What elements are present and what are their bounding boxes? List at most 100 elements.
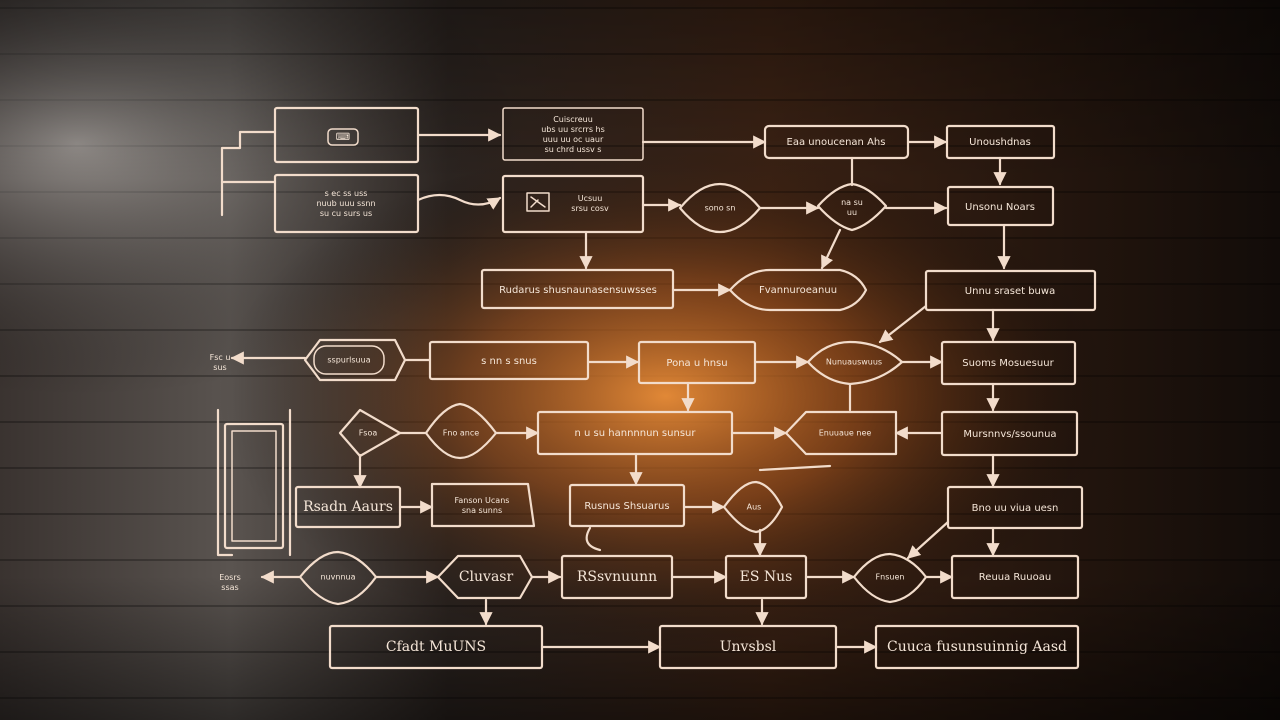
node-mid2-label: Unsonu Noars: [965, 202, 1035, 213]
node-bot2: Unvsbsl: [658, 624, 838, 670]
label-line: Cuiscreuu: [553, 115, 593, 124]
label-line: srsu cosv: [571, 204, 609, 213]
node-box4-label: s nn s snus: [481, 356, 537, 367]
label-line: sus: [213, 363, 226, 372]
label-line: su chrd ussv s: [545, 145, 602, 154]
node-top2: Unoushdnas: [945, 124, 1056, 160]
node-box13-label: ES Nus: [740, 569, 793, 585]
label-line: nuub uuu ssnn: [316, 199, 375, 208]
connector-line: [906, 520, 950, 560]
label-line: su cu surs us: [320, 209, 372, 218]
node-box10: Rusnus Shsuarus: [568, 483, 686, 528]
node-mid2: Unsonu Noars: [946, 185, 1055, 227]
node-bot3-label: Cuuca fusunsuinnig Aasd: [887, 639, 1067, 655]
node-wide1-label: Rudarus shusnaunasensuwsses: [499, 285, 657, 296]
node-bot1: Cfadt MuUNS: [328, 624, 544, 670]
node-box12-label: RSsvnuunn: [577, 569, 657, 585]
label-line: Fsc u: [210, 353, 231, 362]
decision-d1: sono sn: [678, 182, 762, 234]
decision-d11: Fnsuen: [852, 552, 928, 604]
node-top1: Eaa unoucenan Ahs: [763, 124, 910, 160]
node-box6: Suoms Mosuesuur: [940, 340, 1077, 386]
node-box8-label: Rsadn Aaurs: [303, 499, 393, 515]
node-mid3-label: Unnu sraset buwa: [965, 286, 1055, 297]
node-box5-label: Pona u hnsu: [666, 358, 727, 369]
key-icon: ⌨: [336, 132, 350, 143]
node-box14-label: Reuua Ruuoau: [979, 572, 1051, 583]
node-bot1-label: Cfadt MuUNS: [386, 639, 486, 655]
node-box13: ES Nus: [724, 554, 808, 600]
decision-d6-label: Fno ance: [443, 429, 479, 438]
node-wide1: Rudarus shusnaunasensuwsses: [480, 268, 675, 310]
decision-d8-label: Aus: [747, 503, 762, 512]
decision-d5-label: Fsoa: [359, 429, 378, 438]
label-line: Ucsuu: [578, 194, 603, 203]
node-box7-label: Mursnnvs/ssounua: [963, 429, 1056, 440]
decision-d11-label: Fnsuen: [876, 573, 905, 582]
label-line: uu: [847, 208, 857, 217]
node-mid3: Unnu sraset buwa: [924, 269, 1097, 312]
decision-d3-label: Fvannuroeanuu: [759, 285, 837, 296]
connectors: [216, 128, 1011, 654]
label-line: ssas: [221, 583, 238, 592]
decision-d3: Fvannuroeanuu: [728, 268, 868, 312]
decision-d10: Cluvasr: [436, 554, 534, 600]
label-line: uuu uu oc uaur: [543, 135, 604, 144]
connector-line: [220, 130, 277, 217]
node-box5: Pona u hnsu: [637, 340, 757, 385]
node-box10-label: Rusnus Shsuarus: [584, 501, 669, 512]
node-top1-label: Eaa unoucenan Ahs: [787, 137, 886, 148]
label-line: Eosrs: [219, 573, 241, 582]
node-tall-left: [223, 422, 285, 550]
node-bot2-label: Unvsbsl: [720, 639, 777, 655]
label-line: na su: [841, 198, 863, 207]
decision-d1-label: sono sn: [705, 204, 736, 213]
connector-line: [820, 228, 842, 270]
label-line: Fanson Ucans: [455, 496, 510, 505]
label-line: s ec ss uss: [325, 189, 368, 198]
connector-line: [416, 193, 502, 210]
node-box12: RSsvnuunn: [560, 554, 674, 600]
decision-d7: Enuuaue nee: [784, 410, 898, 456]
connector-line: [216, 408, 292, 557]
node-wide2-label: n u su hannnnun sunsur: [575, 428, 697, 439]
label-line: ubs uu srcrrs hs: [541, 125, 605, 134]
node-box6-label: Suoms Mosuesuur: [962, 358, 1054, 369]
node-box14: Reuua Ruuoau: [950, 554, 1080, 600]
node-bot3: Cuuca fusunsuinnig Aasd: [874, 624, 1080, 670]
decision-d7-label: Enuuaue nee: [819, 429, 872, 438]
node-box11-label: Bno uu viua uesn: [972, 503, 1059, 514]
decision-d4: Nunuauswuus: [806, 340, 904, 386]
node-box7: Mursnnvs/ssounua: [940, 410, 1079, 457]
node-box8: Rsadn Aaurs: [294, 485, 402, 529]
decision-d6: Fno ance: [424, 402, 498, 460]
decision-d10-label: Cluvasr: [459, 569, 514, 585]
decision-d5: Fsoa: [338, 408, 402, 458]
pill-node-label: sspurlsuua: [327, 356, 370, 365]
label-line: sna sunns: [462, 506, 502, 515]
connector-line: [585, 526, 602, 552]
node-key-box: ⌨: [273, 106, 420, 164]
node-box11: Bno uu viua uesn: [946, 485, 1084, 530]
node-wide2: n u su hannnnun sunsur: [536, 410, 734, 456]
node-top2-label: Unoushdnas: [969, 137, 1031, 148]
decision-d8: Aus: [722, 480, 784, 534]
connector-line: [758, 464, 832, 472]
pill-node: sspurlsuua: [303, 338, 407, 382]
decision-d9: nuvnnua: [298, 550, 378, 606]
